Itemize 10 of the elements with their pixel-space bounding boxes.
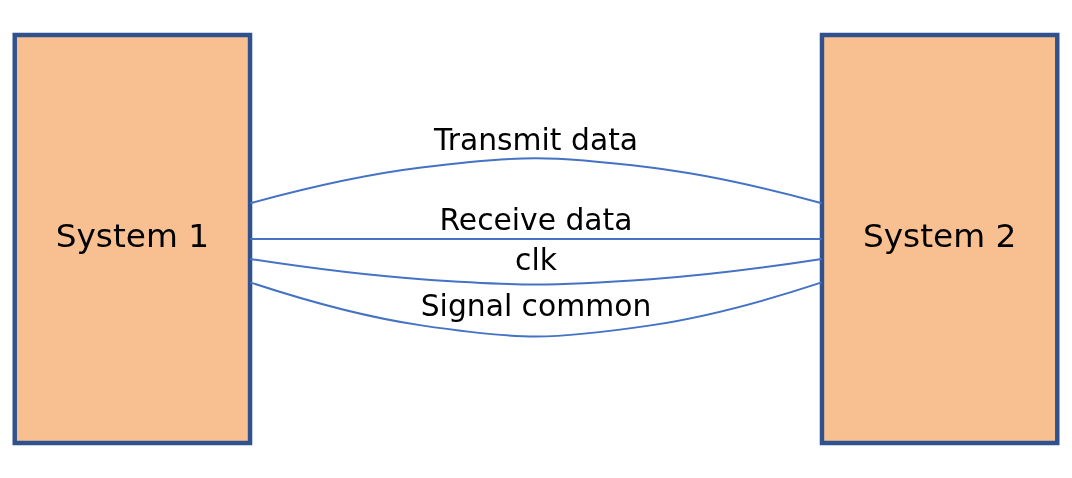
connector [249, 258, 823, 286]
edge-label: Transmit data [433, 121, 639, 157]
connector [249, 157, 823, 205]
edge-label: clk [515, 242, 557, 278]
connector [249, 238, 823, 240]
node-box: System 2 [819, 32, 1060, 446]
edge-label: Signal common [420, 288, 652, 324]
node-box: System 1 [12, 32, 253, 446]
edge-label: Receive data [439, 202, 633, 238]
connector [249, 281, 823, 338]
